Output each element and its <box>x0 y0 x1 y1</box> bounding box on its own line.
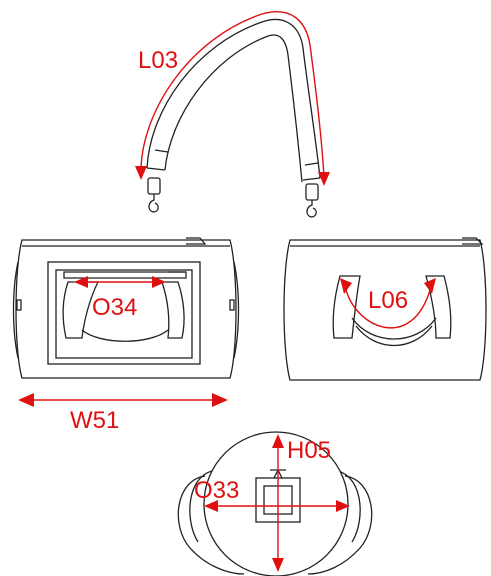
strap-length-label: L03 <box>138 47 178 74</box>
pocket-opening-label: O34 <box>92 294 137 321</box>
bag-bottom-view <box>177 431 373 576</box>
bag-back-view <box>283 237 487 381</box>
bag-front-view <box>12 237 240 379</box>
bottom-opening-label: O33 <box>194 477 239 504</box>
pocket-opening-measure <box>74 276 166 288</box>
width-label: W51 <box>70 407 119 434</box>
handle-length-label: L06 <box>368 287 408 314</box>
height-measure <box>272 434 284 572</box>
width-measure <box>18 393 228 407</box>
strap-length-measure <box>135 11 330 186</box>
handle-length-measure <box>340 278 436 329</box>
height-label: H05 <box>287 437 331 464</box>
shoulder-strap <box>146 18 321 218</box>
bottom-opening-measure <box>204 500 350 512</box>
